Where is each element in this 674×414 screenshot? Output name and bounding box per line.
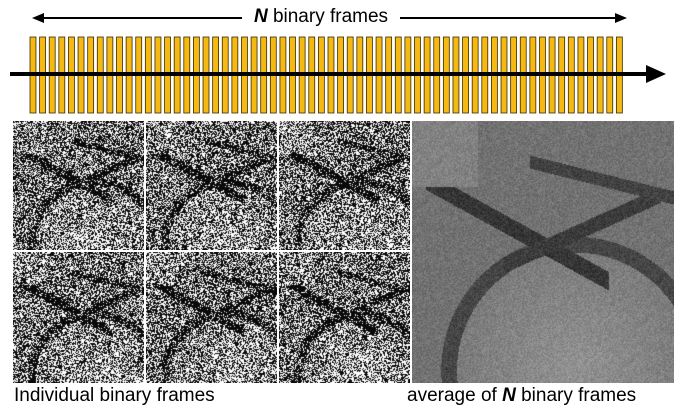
frames-span-text: binary frames — [267, 6, 389, 27]
individual-frames-grid — [13, 121, 410, 383]
span-arrow — [32, 13, 627, 23]
binary-frame-5 — [146, 252, 277, 383]
binary-frame-timeline — [0, 34, 674, 116]
timeline-svg — [10, 36, 666, 114]
average-caption-n-symbol: N — [502, 385, 516, 406]
n-symbol: N — [253, 6, 268, 27]
average-frame-caption: average of N binary frames — [407, 385, 636, 407]
individual-frames-caption: Individual binary frames — [14, 385, 215, 406]
binary-frame-4 — [13, 252, 144, 383]
binary-frame-6 — [279, 252, 410, 383]
average-caption-suffix: binary frames — [515, 385, 637, 406]
binary-frame-2 — [146, 121, 277, 250]
time-axis-arrowhead — [646, 65, 666, 83]
averaged-frame — [412, 121, 674, 383]
average-caption-prefix: average of — [407, 385, 503, 406]
frames-span-label: N binary frames — [241, 6, 401, 28]
binary-frame-1 — [13, 121, 144, 250]
binary-frame-3 — [279, 121, 410, 250]
frames-span-header: N binary frames — [0, 0, 674, 36]
